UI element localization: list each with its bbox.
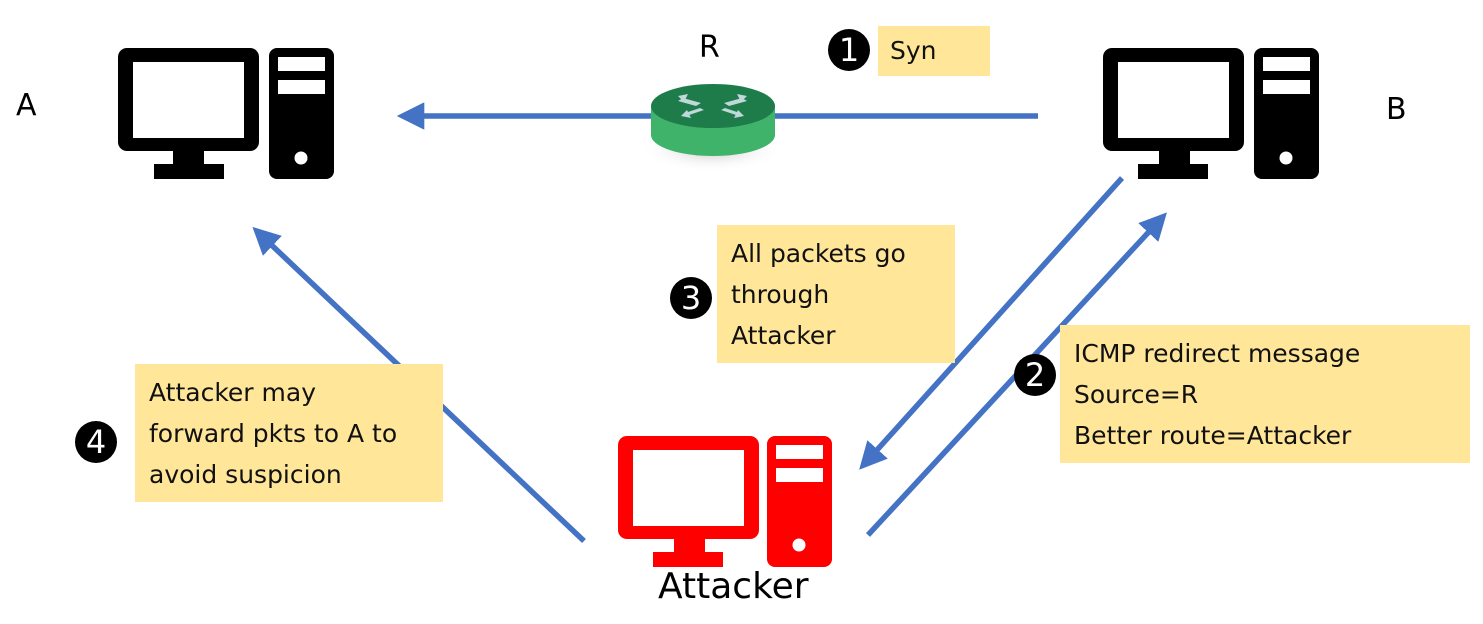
router-icon bbox=[640, 84, 784, 172]
step-1-note: Syn bbox=[878, 26, 990, 76]
step-4-note: Attacker may forward pkts to A to avoid … bbox=[135, 364, 443, 502]
attacker-label: Attacker bbox=[658, 566, 809, 607]
step-1-line: Syn bbox=[890, 36, 937, 65]
step-2-line: Source=R bbox=[1074, 380, 1199, 409]
arrow-b-to-attacker bbox=[859, 176, 1125, 470]
step-3-line: through bbox=[731, 280, 830, 309]
host-a-computer-icon bbox=[118, 48, 334, 179]
step-4-badge: 4 bbox=[75, 421, 117, 463]
router-label: R bbox=[699, 30, 720, 65]
step-2-line: Better route=Attacker bbox=[1074, 421, 1352, 450]
step-3-line: All packets go bbox=[731, 239, 906, 268]
step-4-line: forward pkts to A to bbox=[149, 419, 398, 448]
host-a-label: A bbox=[16, 88, 37, 123]
step-3-note: All packets go through Attacker bbox=[717, 225, 955, 363]
step-4-line: Attacker may bbox=[149, 378, 316, 407]
step-3-badge: 3 bbox=[670, 277, 712, 319]
step-1-badge: 1 bbox=[828, 29, 870, 71]
step-2-badge: 2 bbox=[1014, 354, 1056, 396]
arrow-attacker-to-b bbox=[865, 212, 1167, 537]
step-2-line: ICMP redirect message bbox=[1074, 339, 1361, 368]
step-4-line: avoid suspicion bbox=[149, 460, 342, 489]
host-b-computer-icon bbox=[1103, 48, 1319, 179]
step-2-note: ICMP redirect message Source=R Better ro… bbox=[1060, 325, 1470, 463]
attacker-computer-icon bbox=[618, 436, 832, 567]
host-b-label: B bbox=[1386, 92, 1407, 127]
step-3-line: Attacker bbox=[731, 321, 836, 350]
